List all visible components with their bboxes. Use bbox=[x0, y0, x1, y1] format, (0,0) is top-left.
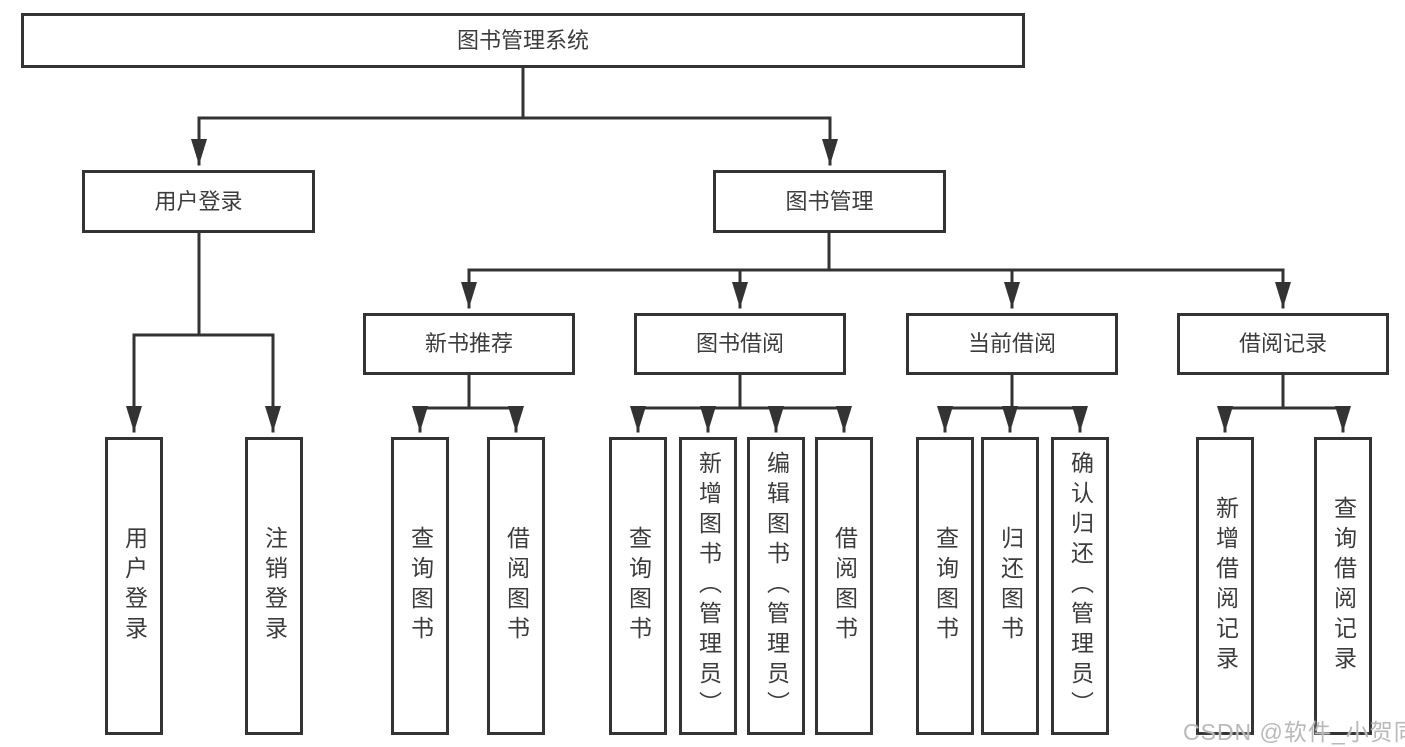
node-borrow-records: 借阅记录 bbox=[1177, 313, 1389, 375]
node-new-book-recommend-label: 新书推荐 bbox=[424, 331, 513, 356]
leaf-edit-books-admin: 编辑图书（管理员） bbox=[747, 437, 805, 735]
node-book-management-label: 图书管理 bbox=[785, 188, 874, 214]
leaf-borrow-books-2: 借阅图书 bbox=[815, 437, 873, 735]
wire-group bbox=[126, 66, 1351, 433]
node-book-borrow-label: 图书借阅 bbox=[695, 331, 784, 356]
leaf-query-borrow-record-label: 查询借阅记录 bbox=[1330, 496, 1357, 676]
node-current-borrow-label: 当前借阅 bbox=[967, 331, 1056, 356]
leaf-edit-books-admin-label: 编辑图书（管理员） bbox=[763, 451, 790, 721]
leaf-confirm-return-admin-label: 确认归还（管理员） bbox=[1067, 451, 1094, 721]
node-book-borrow: 图书借阅 bbox=[634, 313, 846, 375]
leaf-user-login: 用户登录 bbox=[105, 437, 163, 735]
leaf-return-books: 归还图书 bbox=[981, 437, 1039, 735]
leaf-user-login-label: 用户登录 bbox=[121, 526, 148, 646]
leaf-add-books-admin: 新增图书（管理员） bbox=[679, 437, 737, 735]
node-borrow-records-label: 借阅记录 bbox=[1238, 331, 1327, 356]
leaf-query-borrow-record: 查询借阅记录 bbox=[1314, 437, 1372, 735]
leaf-query-books-2-label: 查询图书 bbox=[625, 526, 652, 646]
csdn-watermark: CSDN @软件_小贺同学 bbox=[1183, 719, 1405, 745]
leaf-query-books-1: 查询图书 bbox=[391, 437, 449, 735]
leaf-logout-label: 注销登录 bbox=[261, 526, 288, 646]
node-new-book-recommend: 新书推荐 bbox=[363, 313, 575, 375]
node-current-borrow: 当前借阅 bbox=[906, 313, 1118, 375]
leaf-borrow-books-1: 借阅图书 bbox=[487, 437, 545, 735]
leaf-borrow-books-1-label: 借阅图书 bbox=[503, 526, 530, 646]
leaf-borrow-books-2-label: 借阅图书 bbox=[831, 526, 858, 646]
leaf-return-books-label: 归还图书 bbox=[997, 526, 1024, 646]
leaf-add-borrow-record-label: 新增借阅记录 bbox=[1212, 496, 1239, 676]
leaf-add-borrow-record: 新增借阅记录 bbox=[1196, 437, 1254, 735]
node-root: 图书管理系统 bbox=[21, 13, 1025, 68]
node-user-login: 用户登录 bbox=[82, 170, 315, 233]
leaf-query-books-3: 查询图书 bbox=[916, 437, 974, 735]
leaf-confirm-return-admin: 确认归还（管理员） bbox=[1051, 437, 1109, 735]
node-book-management: 图书管理 bbox=[713, 170, 946, 233]
leaf-query-books-3-label: 查询图书 bbox=[932, 526, 959, 646]
leaf-add-books-admin-label: 新增图书（管理员） bbox=[695, 451, 722, 721]
node-root-label: 图书管理系统 bbox=[456, 27, 589, 53]
node-user-login-label: 用户登录 bbox=[154, 188, 243, 214]
leaf-logout: 注销登录 bbox=[245, 437, 303, 735]
leaf-query-books-1-label: 查询图书 bbox=[407, 526, 434, 646]
leaf-query-books-2: 查询图书 bbox=[609, 437, 667, 735]
